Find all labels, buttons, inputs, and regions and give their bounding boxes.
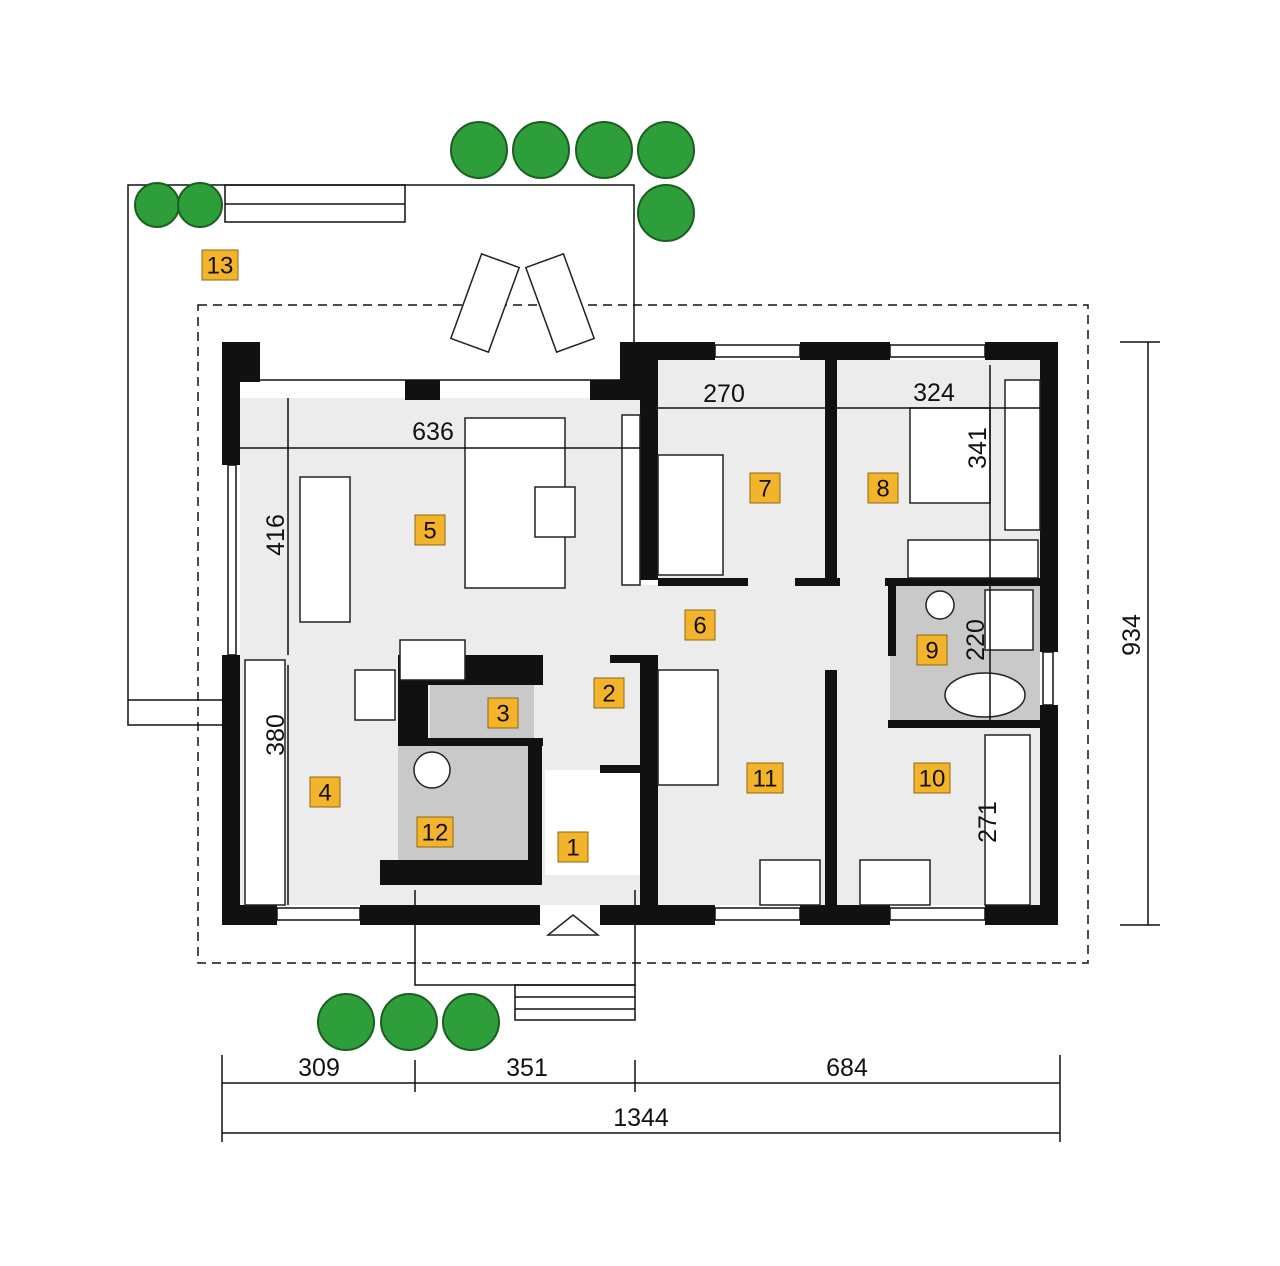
- room-number: 3: [496, 701, 509, 728]
- room-label-6: 6: [684, 609, 716, 641]
- room-number: 13: [207, 253, 234, 280]
- dim-room10-depth: 271: [974, 801, 1002, 843]
- room-label-box: [487, 697, 519, 729]
- roof-outline: [197, 304, 1089, 964]
- dim-living-width: 636: [412, 418, 454, 446]
- room-number: 4: [318, 780, 331, 807]
- tree-icon: [380, 993, 438, 1051]
- room-number: 9: [925, 638, 938, 665]
- room-label-box: [746, 762, 784, 794]
- room-label-box: [309, 776, 341, 808]
- dim-room8-depth: 341: [964, 427, 992, 469]
- room-label-3: 3: [487, 697, 519, 729]
- windows: [227, 344, 1054, 921]
- dim-living-depth: 416: [262, 514, 290, 556]
- room-label-7: 7: [749, 472, 781, 504]
- interior-dimension-lines: [240, 365, 1040, 905]
- room-label-box: [557, 831, 589, 863]
- room-label-9: 9: [916, 634, 948, 666]
- room-number: 8: [876, 476, 889, 503]
- walls: [222, 342, 1058, 925]
- terrace-outline: [127, 184, 635, 726]
- tree-icon: [177, 182, 223, 228]
- room-number: 7: [758, 476, 771, 503]
- tree-icon: [317, 993, 375, 1051]
- dim-segment-2: 351: [506, 1054, 548, 1082]
- room-label-5: 5: [414, 514, 446, 546]
- exterior-dimension-lines: [221, 341, 1160, 1142]
- dim-room7-width: 270: [703, 380, 745, 408]
- room-label-box: [414, 514, 446, 546]
- dim-bath-depth: 220: [962, 619, 990, 661]
- room-number: 6: [693, 613, 706, 640]
- room-label-1: 1: [557, 831, 589, 863]
- room-label-box: [867, 472, 899, 504]
- room-label-box: [913, 762, 951, 794]
- room-number: 10: [919, 766, 946, 793]
- tree-icon: [450, 121, 508, 179]
- dim-total-width: 1344: [613, 1104, 669, 1132]
- room-label-11: 11: [746, 762, 784, 794]
- room-number: 11: [753, 766, 778, 793]
- room-label-10: 10: [913, 762, 951, 794]
- entrance-steps: [414, 890, 636, 1021]
- trees: [134, 121, 695, 1051]
- room-label-box: [749, 472, 781, 504]
- dim-segment-1: 309: [298, 1054, 340, 1082]
- room-label-box: [416, 816, 454, 848]
- tree-icon: [512, 121, 570, 179]
- room-number: 1: [566, 835, 579, 862]
- room-label-box: [201, 249, 239, 281]
- furniture: [244, 379, 1041, 936]
- room-label-4: 4: [309, 776, 341, 808]
- room-number: 2: [602, 681, 615, 708]
- room-label-12: 12: [416, 816, 454, 848]
- tree-icon: [637, 184, 695, 242]
- tree-icon: [637, 121, 695, 179]
- room-label-8: 8: [867, 472, 899, 504]
- dim-segment-3: 684: [826, 1054, 868, 1082]
- room-label-box: [593, 677, 625, 709]
- lounge-chairs: [449, 252, 596, 354]
- tree-icon: [134, 182, 180, 228]
- tree-icon: [575, 121, 633, 179]
- room-number: 5: [423, 518, 436, 545]
- tree-icon: [442, 993, 500, 1051]
- room-label-2: 2: [593, 677, 625, 709]
- room-number: 12: [422, 820, 449, 847]
- dim-kitchen-depth: 380: [262, 714, 290, 756]
- room-label-box: [916, 634, 948, 666]
- dim-room8-width: 324: [913, 379, 955, 407]
- dim-total-depth: 934: [1118, 614, 1146, 656]
- room-label-13: 13: [201, 249, 239, 281]
- room-label-box: [684, 609, 716, 641]
